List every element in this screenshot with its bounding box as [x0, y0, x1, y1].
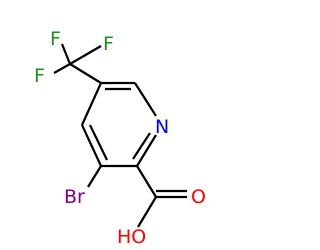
bond-n-c2 — [136, 134, 157, 167]
bond-c-oh — [137, 196, 157, 228]
bond-n-c2-inner — [132, 132, 151, 160]
bond-c-f1 — [60, 43, 72, 65]
bond-c-f3 — [53, 63, 71, 74]
bond-cf3-ring — [69, 63, 102, 84]
bond-c-f2 — [69, 45, 102, 65]
bond-c6-n — [134, 82, 157, 117]
molecule-structure: F F F N Br O HO — [34, 28, 206, 248]
atom-oxygen-carbonyl: O — [191, 186, 206, 208]
bond-c3-c4 — [81, 124, 102, 167]
atom-hydroxyl: HO — [117, 226, 146, 248]
bond-c3-c4-inner — [89, 124, 108, 161]
atom-nitrogen: N — [155, 116, 169, 138]
atom-bromine: Br — [64, 186, 85, 208]
atom-f-top: F — [50, 28, 61, 50]
atom-f-right: F — [103, 33, 114, 55]
atom-f-left: F — [34, 65, 45, 87]
bond-c4-c5 — [80, 82, 103, 126]
bond-c2-carboxyl — [136, 165, 157, 198]
bond-c3-br — [87, 165, 102, 188]
